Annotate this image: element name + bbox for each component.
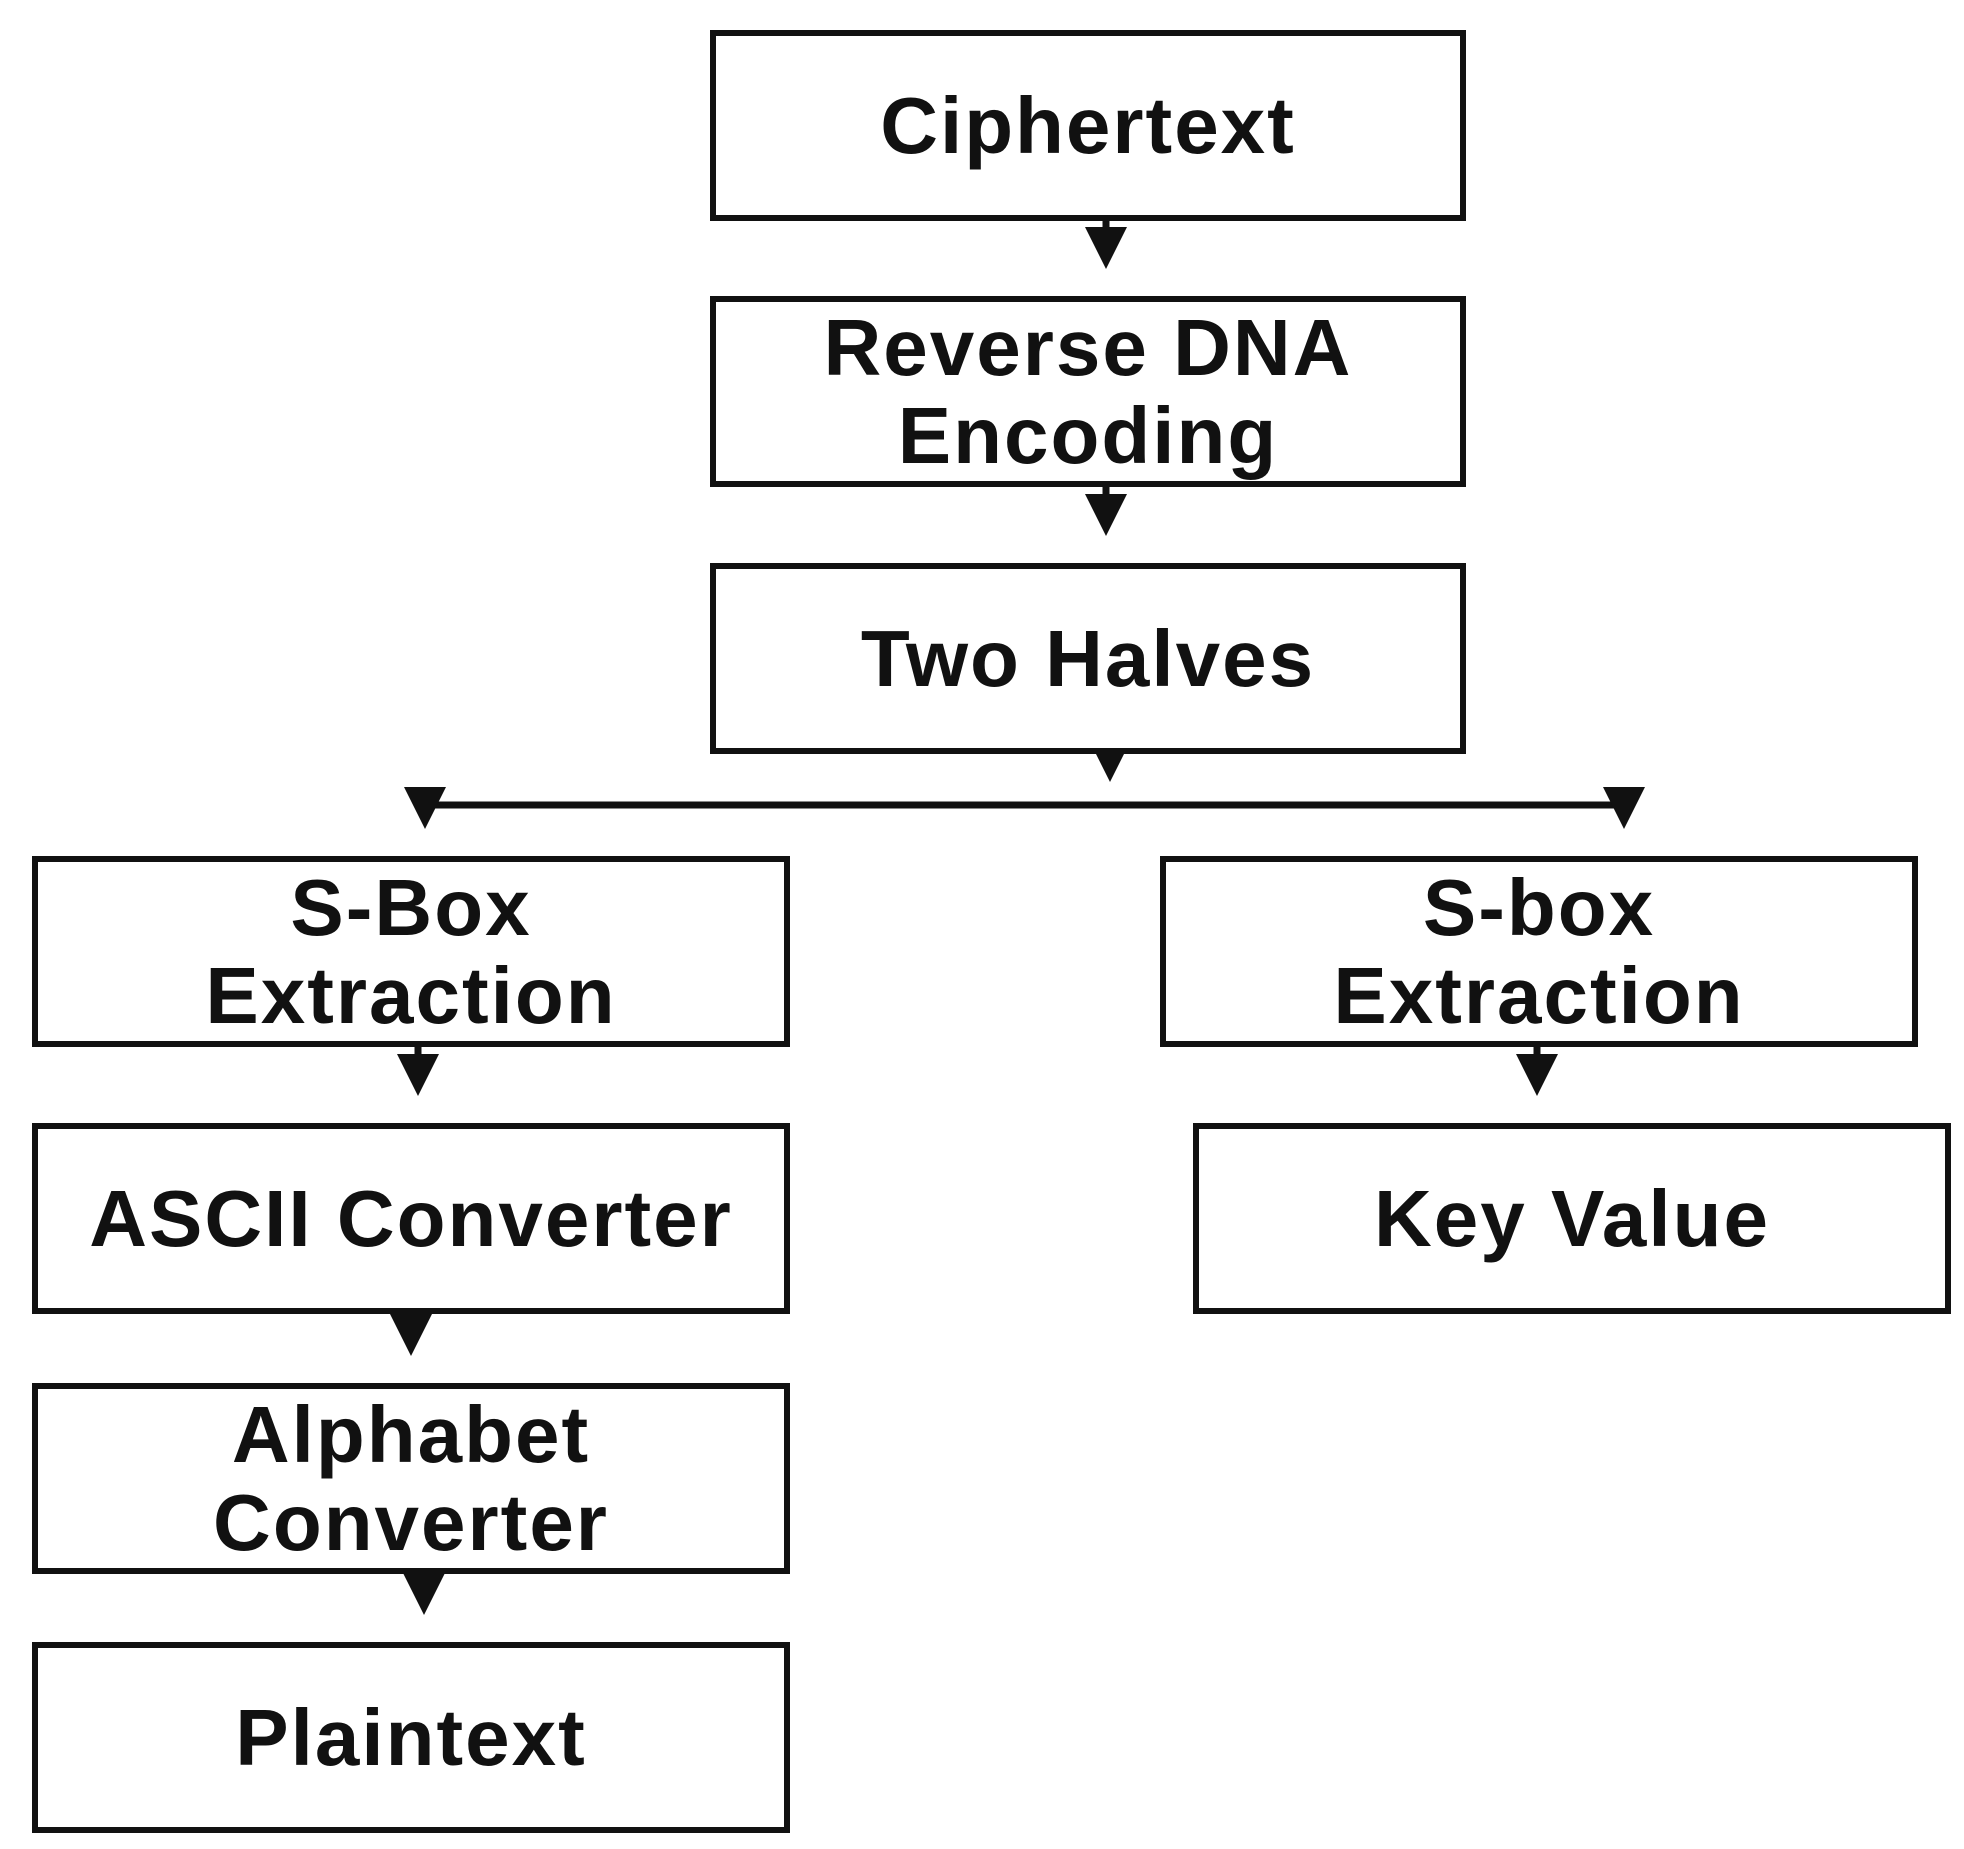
- node-ciphertext: Ciphertext: [710, 30, 1466, 221]
- node-ascii-converter: ASCII Converter: [32, 1123, 790, 1314]
- node-alphabet-label-line1: Alphabet: [231, 1389, 591, 1479]
- node-two-halves: Two Halves: [710, 563, 1466, 754]
- node-ciphertext-label: Ciphertext: [880, 80, 1296, 170]
- node-sbox-extraction-right: S-box Extraction: [1160, 856, 1918, 1047]
- node-reverse-dna-encoding: Reverse DNA Encoding: [710, 296, 1466, 487]
- node-reverse-dna-label-line2: Encoding: [897, 390, 1279, 480]
- node-sbox-extraction-left: S-Box Extraction: [32, 856, 790, 1047]
- node-sbox-right-label-line2: Extraction: [1333, 950, 1745, 1040]
- node-alphabet-label-line2: Converter: [213, 1477, 609, 1567]
- node-plaintext-label: Plaintext: [235, 1692, 587, 1782]
- node-two-halves-label: Two Halves: [860, 613, 1316, 703]
- node-key-value: Key Value: [1193, 1123, 1951, 1314]
- node-reverse-dna-label-line1: Reverse DNA: [823, 302, 1353, 392]
- node-sbox-right-label-line1: S-box: [1422, 862, 1656, 952]
- node-alphabet-converter: Alphabet Converter: [32, 1383, 790, 1574]
- node-ascii-converter-label: ASCII Converter: [89, 1173, 733, 1263]
- node-plaintext: Plaintext: [32, 1642, 790, 1833]
- node-sbox-left-label-line1: S-Box: [290, 862, 532, 952]
- node-sbox-left-label-line2: Extraction: [205, 950, 617, 1040]
- node-key-value-label: Key Value: [1373, 1173, 1770, 1263]
